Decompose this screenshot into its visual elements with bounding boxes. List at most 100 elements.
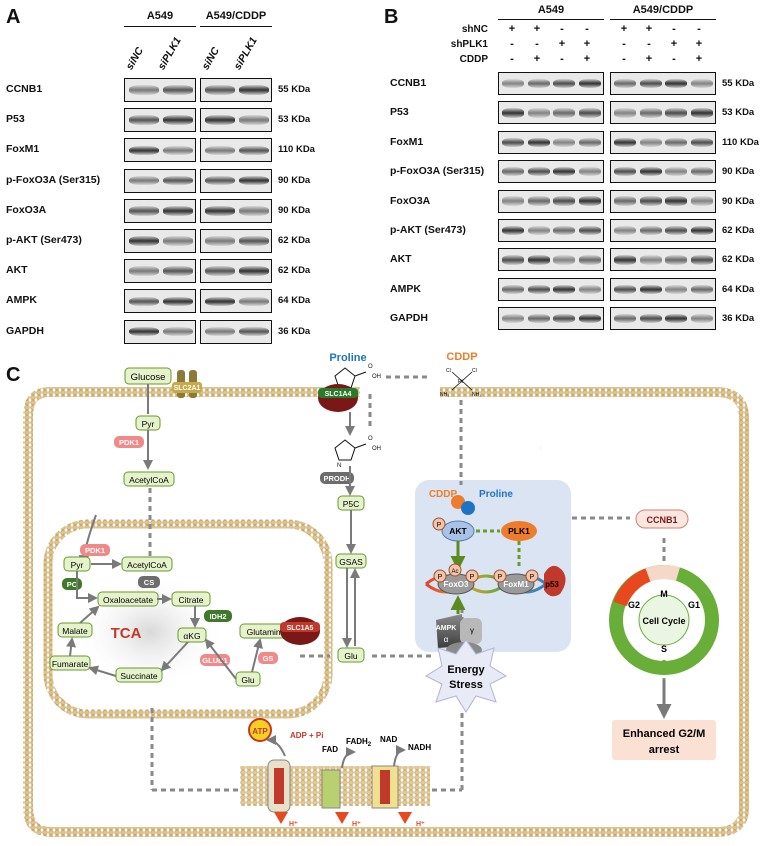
proline-small-label: Proline (479, 489, 513, 500)
panel-a-blot (124, 198, 196, 223)
blot-band (205, 85, 235, 95)
svg-text:G2: G2 (628, 600, 640, 610)
panel-b-condition-symbol: + (670, 38, 678, 50)
fumarate-label: Fumarate (52, 659, 89, 669)
panel-b-condition-symbol: - (560, 23, 564, 35)
blot-band (639, 108, 662, 118)
panel-b-blot (610, 277, 716, 301)
panel-b-condition-symbol: - (647, 38, 651, 50)
blot-band (690, 167, 713, 177)
atp-label: ATP (252, 727, 268, 736)
panel-a-group-underline (200, 26, 272, 27)
blot-band (129, 115, 159, 126)
blot-band (665, 314, 687, 324)
electron-transport-chain (240, 759, 430, 813)
svg-text:OH: OH (372, 446, 381, 452)
panel-b-row-label: AMPK (390, 282, 421, 295)
slc1a5-transporter: SLC1A5 (280, 617, 320, 645)
panel-b-letter: B (384, 6, 399, 28)
blot-band (527, 225, 550, 236)
svg-text:α: α (444, 635, 449, 644)
blot-band (665, 167, 687, 177)
p5c-label: P5C (343, 499, 360, 509)
panel-a-blot (124, 168, 196, 193)
blot-band (129, 85, 159, 95)
panel-a-row-label: P53 (6, 113, 25, 126)
panel-b-kda-label: 62 KDa (722, 254, 755, 266)
panel-b-condition-symbol: - (697, 23, 701, 35)
svg-text:γ: γ (470, 626, 474, 635)
panel-b-row-label: FoxM1 (390, 135, 424, 148)
svg-text:AMPK: AMPK (436, 625, 457, 632)
blot-band (639, 255, 662, 265)
oxaloacetate-label: Oxaloacetate (103, 595, 153, 605)
panel-a-group-header: A549 (146, 10, 174, 22)
blot-band (129, 266, 159, 277)
blot-band (553, 108, 575, 118)
blot-band (527, 196, 550, 206)
tca-label: TCA (111, 625, 142, 642)
blot-band (639, 314, 662, 324)
panel-a-blot (124, 289, 196, 314)
panel-b-condition-symbol: - (672, 23, 676, 35)
blot-band (578, 137, 601, 147)
blot-band (614, 255, 636, 265)
svg-text:N: N (337, 463, 341, 469)
blot-band (163, 175, 193, 186)
acetylcoa-cyto-label: AcetylCoA (129, 475, 169, 485)
panel-b-blot (610, 248, 716, 272)
panel-b-group-underline (610, 19, 716, 20)
foxm1-label: FoxM1 (503, 580, 529, 589)
panel-b-row-label: AKT (390, 253, 412, 266)
cell-membrane (23, 387, 749, 837)
blot-band (129, 236, 159, 246)
blot-band (665, 137, 687, 147)
panel-b-condition-symbol: + (558, 38, 566, 50)
h-plus-2: H⁺ (352, 821, 361, 828)
blot-band (205, 296, 235, 307)
blot-band (163, 115, 193, 126)
p-foxo3-icon-2: P (470, 574, 475, 581)
svg-text:p53: p53 (545, 580, 559, 589)
blot-band (665, 284, 687, 294)
glutamine-label: Glutamine (247, 627, 286, 637)
panel-a-row-label: GAPDH (6, 324, 44, 337)
pdk1-cyto-label: PDK1 (119, 438, 139, 447)
cell-cycle-wheel: Cell Cycle M G1 G2 S (609, 565, 719, 675)
svg-text:G1: G1 (688, 600, 700, 610)
panel-a-kda-label: 55 KDa (278, 84, 311, 95)
blot-band (239, 145, 269, 156)
blot-band (502, 314, 524, 324)
panel-b-row-label: CCNB1 (390, 77, 427, 89)
blot-band (614, 284, 636, 294)
panel-b-group-underline (498, 19, 604, 20)
blot-band (665, 78, 687, 89)
panel-b-condition-symbol: - (510, 38, 514, 50)
blot-band (527, 137, 550, 147)
arrest-box (612, 720, 716, 760)
p-akt-icon: P (437, 522, 442, 529)
panel-a-row-label: CCNB1 (6, 83, 43, 95)
blot-band (614, 137, 636, 147)
blot-band (614, 225, 636, 236)
fadh2-label: FADH2 (346, 737, 372, 748)
panel-a-kda-label: 36 KDa (278, 325, 311, 337)
cddp-small-label: CDDP (429, 489, 458, 500)
blot-band (553, 78, 575, 89)
panel-b-condition-symbol: - (535, 38, 539, 50)
blot-band (527, 78, 550, 89)
panel-a-kda-label: 110 KDa (278, 144, 315, 156)
blot-band (614, 196, 636, 206)
blot-band (163, 145, 193, 156)
foxo3-label: FoxO3 (444, 580, 469, 589)
panel-b-row-label: p-AKT (Ser473) (390, 224, 466, 236)
blot-band (665, 196, 687, 206)
blot-band (578, 108, 601, 118)
panel-a-kda-label: 53 KDa (278, 114, 311, 126)
blot-band (239, 296, 269, 307)
blot-band (527, 284, 550, 294)
svg-text:NH₃: NH₃ (472, 392, 481, 398)
panel-a-kda-label: 64 KDa (278, 295, 311, 307)
blot-band (163, 205, 193, 216)
panel-b-condition-symbol: + (695, 38, 703, 50)
